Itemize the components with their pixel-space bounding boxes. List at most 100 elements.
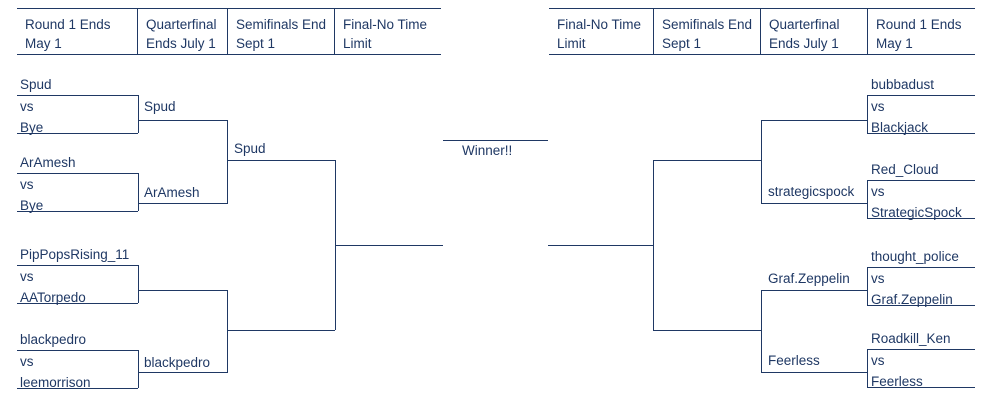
quarterfinal-line xyxy=(138,120,228,121)
match-bottom-line xyxy=(867,218,975,219)
header-cell-round1: Round 1 Ends May 1 xyxy=(17,9,137,54)
quarterfinal-connector xyxy=(761,290,762,372)
match-competitor-bottom: Bye xyxy=(20,120,44,135)
match-competitor-bottom: Graf.Zeppelin xyxy=(871,292,953,307)
header-line1: Round 1 Ends xyxy=(25,17,111,32)
right-round-header: Final-No Time Limit Semifinals End Sept … xyxy=(549,8,975,55)
quarterfinal-winner: ArAmesh xyxy=(144,185,200,200)
match-divider xyxy=(17,95,138,96)
match-divider xyxy=(867,349,975,350)
header-line2: May 1 xyxy=(25,36,62,51)
winner-label: Winner!! xyxy=(462,143,513,158)
quarterfinal-connector xyxy=(227,290,228,372)
header-line2: Ends July 1 xyxy=(146,36,216,51)
semifinal-line xyxy=(227,160,335,161)
quarterfinal-winner: Graf.Zeppelin xyxy=(768,271,850,286)
match-vs-label: vs xyxy=(20,99,34,114)
match-bottom-line xyxy=(867,387,975,388)
quarterfinal-winner: blackpedro xyxy=(144,355,211,370)
quarterfinal-winner: Spud xyxy=(144,99,176,114)
match-vs-label: vs xyxy=(20,269,34,284)
match-competitor-top: ArAmesh xyxy=(20,155,76,170)
match-divider xyxy=(867,267,975,268)
right-final-feed xyxy=(548,245,654,246)
header-cell-round1: Round 1 Ends May 1 xyxy=(867,9,975,54)
match-competitor-top: Roadkill_Ken xyxy=(871,331,951,346)
match-connector xyxy=(138,95,139,133)
header-cell-quarterfinal: Quarterfinal Ends July 1 xyxy=(137,9,227,54)
match-connector xyxy=(867,349,868,387)
match-bottom-line xyxy=(17,133,138,134)
quarterfinal-line xyxy=(761,290,867,291)
header-line1: Round 1 Ends xyxy=(876,17,962,32)
quarterfinal-line xyxy=(761,372,867,373)
match-divider xyxy=(17,350,138,351)
match-competitor-top: Red_Cloud xyxy=(871,162,939,177)
match-divider xyxy=(17,173,138,174)
match-connector xyxy=(867,95,868,133)
semifinal-connector xyxy=(653,160,654,330)
quarterfinal-connector xyxy=(761,120,762,203)
quarterfinal-winner: strategicspock xyxy=(768,184,855,199)
header-line2: Sept 1 xyxy=(662,36,702,51)
header-line1: Semifinals End xyxy=(662,17,753,32)
left-round-header: Round 1 Ends May 1 Quarterfinal Ends Jul… xyxy=(17,8,441,55)
match-vs-label: vs xyxy=(871,353,885,368)
header-cell-final: Final-No Time Limit xyxy=(549,9,653,54)
header-line2: Limit xyxy=(343,36,372,51)
header-cell-quarterfinal: Quarterfinal Ends July 1 xyxy=(760,9,867,54)
match-vs-label: vs xyxy=(871,271,885,286)
match-bottom-line xyxy=(17,303,138,304)
header-line2: Limit xyxy=(557,36,586,51)
semifinal-line xyxy=(653,160,761,161)
header-cell-final: Final-No Time Limit xyxy=(334,9,441,54)
semifinal-line xyxy=(227,330,335,331)
match-competitor-top: bubbadust xyxy=(871,77,935,92)
match-connector xyxy=(138,350,139,388)
match-connector xyxy=(138,265,139,303)
header-cell-semifinals: Semifinals End Sept 1 xyxy=(653,9,760,54)
winner-line xyxy=(443,140,548,141)
match-connector xyxy=(867,180,868,218)
semifinal-winner: Spud xyxy=(234,141,266,156)
match-divider xyxy=(17,265,138,266)
match-divider xyxy=(867,95,975,96)
header-cell-semifinals: Semifinals End Sept 1 xyxy=(227,9,334,54)
quarterfinal-line xyxy=(138,203,228,204)
header-line2: Sept 1 xyxy=(236,36,276,51)
header-line2: Ends July 1 xyxy=(769,36,839,51)
semifinal-line xyxy=(653,330,761,331)
match-divider xyxy=(867,180,975,181)
left-final-feed xyxy=(335,245,443,246)
match-competitor-bottom: StrategicSpock xyxy=(871,205,962,220)
header-line1: Semifinals End xyxy=(236,17,327,32)
match-competitor-bottom: Feerless xyxy=(871,374,923,389)
quarterfinal-winner: Feerless xyxy=(768,353,820,368)
match-bottom-line xyxy=(17,211,138,212)
match-competitor-bottom: AATorpedo xyxy=(20,290,86,305)
quarterfinal-line xyxy=(761,203,867,204)
quarterfinal-line xyxy=(138,290,228,291)
match-vs-label: vs xyxy=(20,354,34,369)
quarterfinal-line xyxy=(761,120,867,121)
match-bottom-line xyxy=(867,133,975,134)
match-competitor-bottom: leemorrison xyxy=(20,375,91,390)
match-competitor-top: blackpedro xyxy=(20,332,87,347)
match-vs-label: vs xyxy=(871,99,885,114)
header-line1: Quarterfinal xyxy=(769,17,840,32)
match-vs-label: vs xyxy=(871,184,885,199)
match-vs-label: vs xyxy=(20,177,34,192)
match-bottom-line xyxy=(867,305,975,306)
match-bottom-line xyxy=(17,388,138,389)
match-competitor-bottom: Blackjack xyxy=(871,120,929,135)
match-competitor-top: thought_police xyxy=(871,249,959,264)
match-competitor-top: PipPopsRising_11 xyxy=(20,247,130,262)
header-line1: Final-No Time xyxy=(557,17,642,32)
match-connector xyxy=(867,267,868,305)
match-competitor-bottom: Bye xyxy=(20,198,44,213)
match-competitor-top: Spud xyxy=(20,77,52,92)
header-line1: Quarterfinal xyxy=(146,17,217,32)
match-connector xyxy=(138,173,139,211)
header-line1: Final-No Time xyxy=(343,17,428,32)
